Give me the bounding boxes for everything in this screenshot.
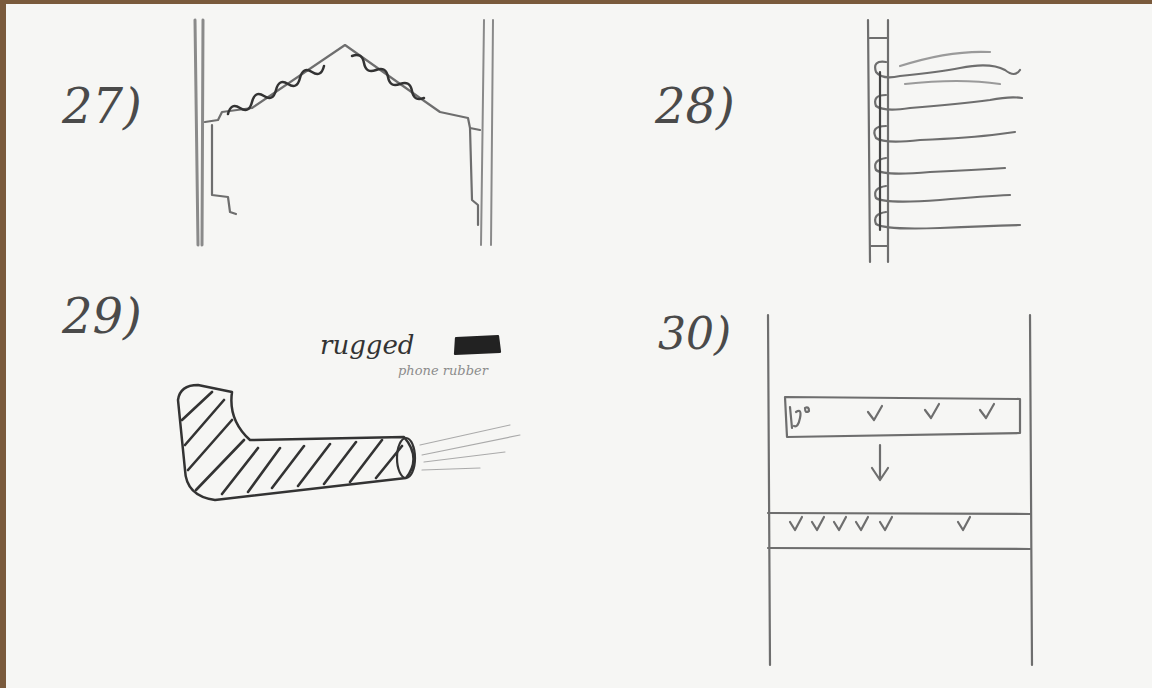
paper-sheet <box>6 4 1152 688</box>
note-text: phone rubber <box>398 364 488 377</box>
scribble <box>455 336 500 354</box>
sketch-30 <box>768 315 1032 665</box>
sketch-27 <box>195 20 493 245</box>
sketch-29 <box>178 336 520 500</box>
sketch-28 <box>868 20 1022 262</box>
callout-number: 30) <box>658 312 731 356</box>
callout-number: 29) <box>62 292 142 340</box>
callout-number: 28) <box>655 82 735 130</box>
note-text: rugged <box>320 332 415 358</box>
callout-number: 27) <box>62 82 142 130</box>
